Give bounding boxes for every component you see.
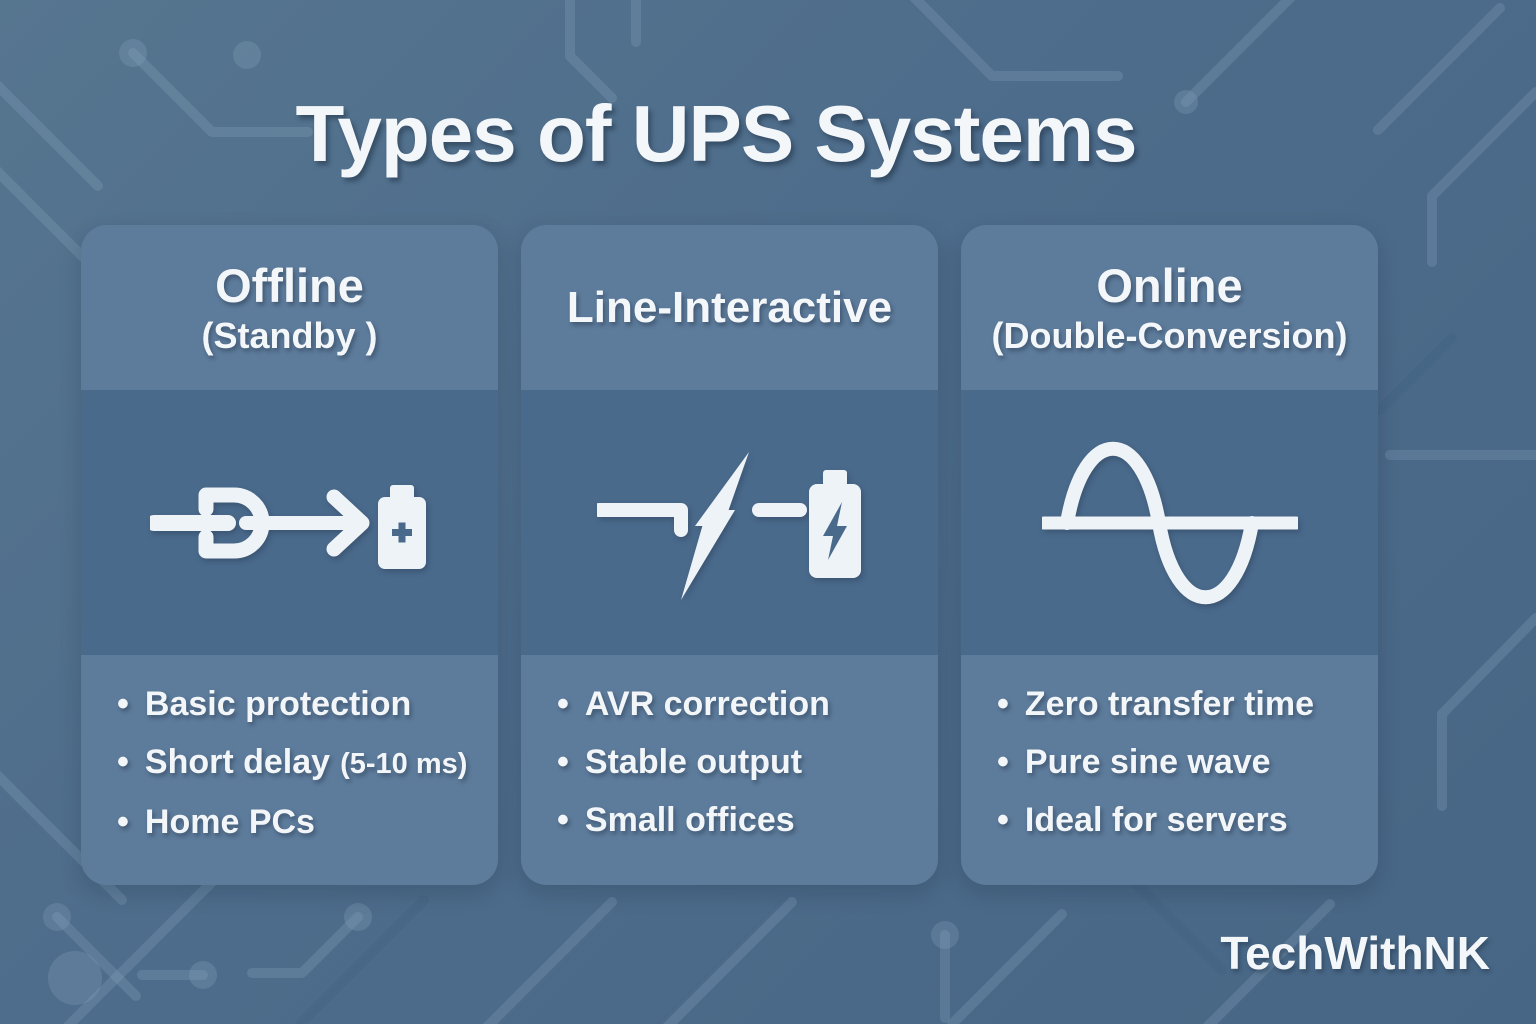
card-row: Offline (Standby ) — [81, 225, 1378, 885]
plug-arrow-battery-icon — [149, 484, 426, 569]
bullet-item: • Stable output — [557, 733, 920, 791]
bullet-text: Small offices — [584, 801, 795, 839]
bullet-item: • Small offices — [557, 791, 920, 849]
bullet-dot: • — [997, 685, 1009, 723]
card-offline-bullets: •Basic protection •Short delay(5-10 ms) … — [81, 655, 498, 885]
sine-wave-icon — [1041, 441, 1298, 604]
bullet-text: Pure sine wave — [1024, 743, 1271, 781]
card-line-interactive-icon-band — [521, 390, 938, 655]
card-online-bullets: • Zero transfer time • Pure sine wave • Ide… — [961, 655, 1378, 885]
bullet-dot: • — [117, 743, 129, 781]
bullet-item: • Pure sine wave — [997, 733, 1360, 791]
card-line-interactive: Line-Interactive •AVR — [521, 225, 938, 885]
bullet-text: Home PCs — [144, 803, 315, 841]
card-offline-header: Offline (Standby ) — [81, 225, 498, 390]
card-title: Offline — [215, 258, 364, 312]
voltage-bolt-battery-icon — [597, 452, 861, 600]
card-online-header: Online (Double-Conversion) — [961, 225, 1378, 390]
bullet-dot: • — [557, 685, 569, 723]
card-subtitle: (Double-Conversion) — [991, 314, 1348, 356]
page-title: Types of UPS Systems — [295, 89, 1137, 178]
bullet-text: Zero transfer time — [1024, 685, 1314, 723]
bullet-item: • Basic protection — [117, 675, 480, 733]
card-offline: Offline (Standby ) — [81, 225, 498, 885]
card-title: Online — [1096, 258, 1243, 312]
bullet-dot: • — [997, 801, 1009, 839]
bullet-text: Basic protection — [144, 685, 412, 723]
bullet-text: AVR correction — [584, 685, 830, 723]
bullet-item: • Zero transfer time — [997, 675, 1360, 733]
bullet-item: • Home PCs — [117, 793, 480, 851]
bullet-dot: • — [557, 801, 569, 839]
card-offline-icon-band — [81, 390, 498, 655]
card-online-icon-band — [961, 390, 1378, 655]
bullet-note: (5-10 ms) — [340, 748, 468, 780]
card-line-interactive-header: Line-Interactive — [521, 225, 938, 390]
bullet-text: Short delay — [144, 743, 331, 781]
bullet-item: • Short delay (5-10 ms) — [117, 733, 480, 793]
bullet-dot: • — [117, 803, 129, 841]
bullet-dot: • — [997, 743, 1009, 781]
bullet-text: Stable output — [584, 743, 803, 781]
bullet-dot: • — [117, 685, 129, 723]
bullet-dot: • — [557, 743, 569, 781]
card-title: Line-Interactive — [566, 282, 893, 332]
card-online: Online (Double-Conversion) • Zero transfe… — [961, 225, 1378, 885]
bullet-item: • AVR correction — [557, 675, 920, 733]
watermark: TechWithNK — [1220, 927, 1490, 979]
bullet-text: Ideal for servers — [1024, 801, 1288, 839]
bullet-item: • Ideal for servers — [997, 791, 1360, 849]
card-line-interactive-bullets: • AVR correction • Stable output • Small of… — [521, 655, 938, 885]
card-subtitle: (Standby ) — [201, 314, 378, 356]
